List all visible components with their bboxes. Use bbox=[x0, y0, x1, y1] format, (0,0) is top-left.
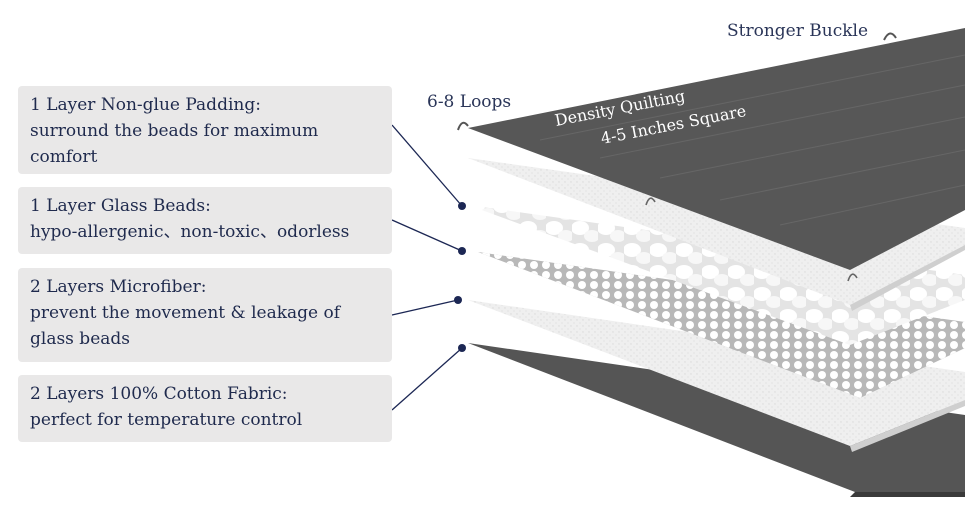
layer-title: 1 Layer Glass Beads: bbox=[30, 196, 211, 216]
layer-title: 2 Layers 100% Cotton Fabric: bbox=[30, 384, 288, 404]
layer-label-glass-beads: 1 Layer Glass Beads: hypo-allergenic、non… bbox=[18, 187, 392, 254]
buckle-icon bbox=[883, 32, 897, 41]
layer-title: 1 Layer Non-glue Padding: bbox=[30, 95, 261, 115]
connector-line-4 bbox=[391, 347, 463, 411]
connector-line-1 bbox=[391, 124, 463, 207]
bottom-microfiber-layer bbox=[468, 300, 965, 446]
padding-layer bbox=[468, 158, 965, 305]
layer-description: prevent the movement & leakage of bbox=[30, 303, 341, 323]
layer-title: 2 Layers Microfiber: bbox=[30, 277, 207, 297]
loops-callout: 6-8 Loops bbox=[427, 92, 512, 112]
layer-description: glass beads bbox=[30, 329, 130, 349]
connector-dot-3 bbox=[454, 296, 462, 304]
buckle-callout: Stronger Buckle bbox=[727, 21, 869, 41]
bottom-fabric-layer bbox=[468, 343, 965, 492]
layer-label-padding: 1 Layer Non-glue Padding: surround the b… bbox=[18, 86, 392, 174]
layer-description: perfect for temperature control bbox=[30, 410, 303, 430]
connector-line-2 bbox=[391, 219, 463, 252]
layer-description: comfort bbox=[30, 147, 98, 167]
top-fabric-layer bbox=[468, 28, 965, 270]
connector-line-3 bbox=[391, 299, 459, 316]
connector-dot-4 bbox=[458, 344, 466, 352]
layer-label-cotton: 2 Layers 100% Cotton Fabric: perfect for… bbox=[18, 375, 392, 442]
layer-label-microfiber: 2 Layers Microfiber: prevent the movemen… bbox=[18, 268, 392, 362]
connector-dot-1 bbox=[458, 202, 466, 210]
bead-cloud-layer bbox=[468, 205, 965, 345]
connector-dot-2 bbox=[458, 247, 466, 255]
loop-icon bbox=[457, 121, 469, 131]
layer-description: surround the beads for maximum bbox=[30, 121, 319, 141]
layer-description: hypo-allergenic、non-toxic、odorless bbox=[30, 222, 350, 242]
